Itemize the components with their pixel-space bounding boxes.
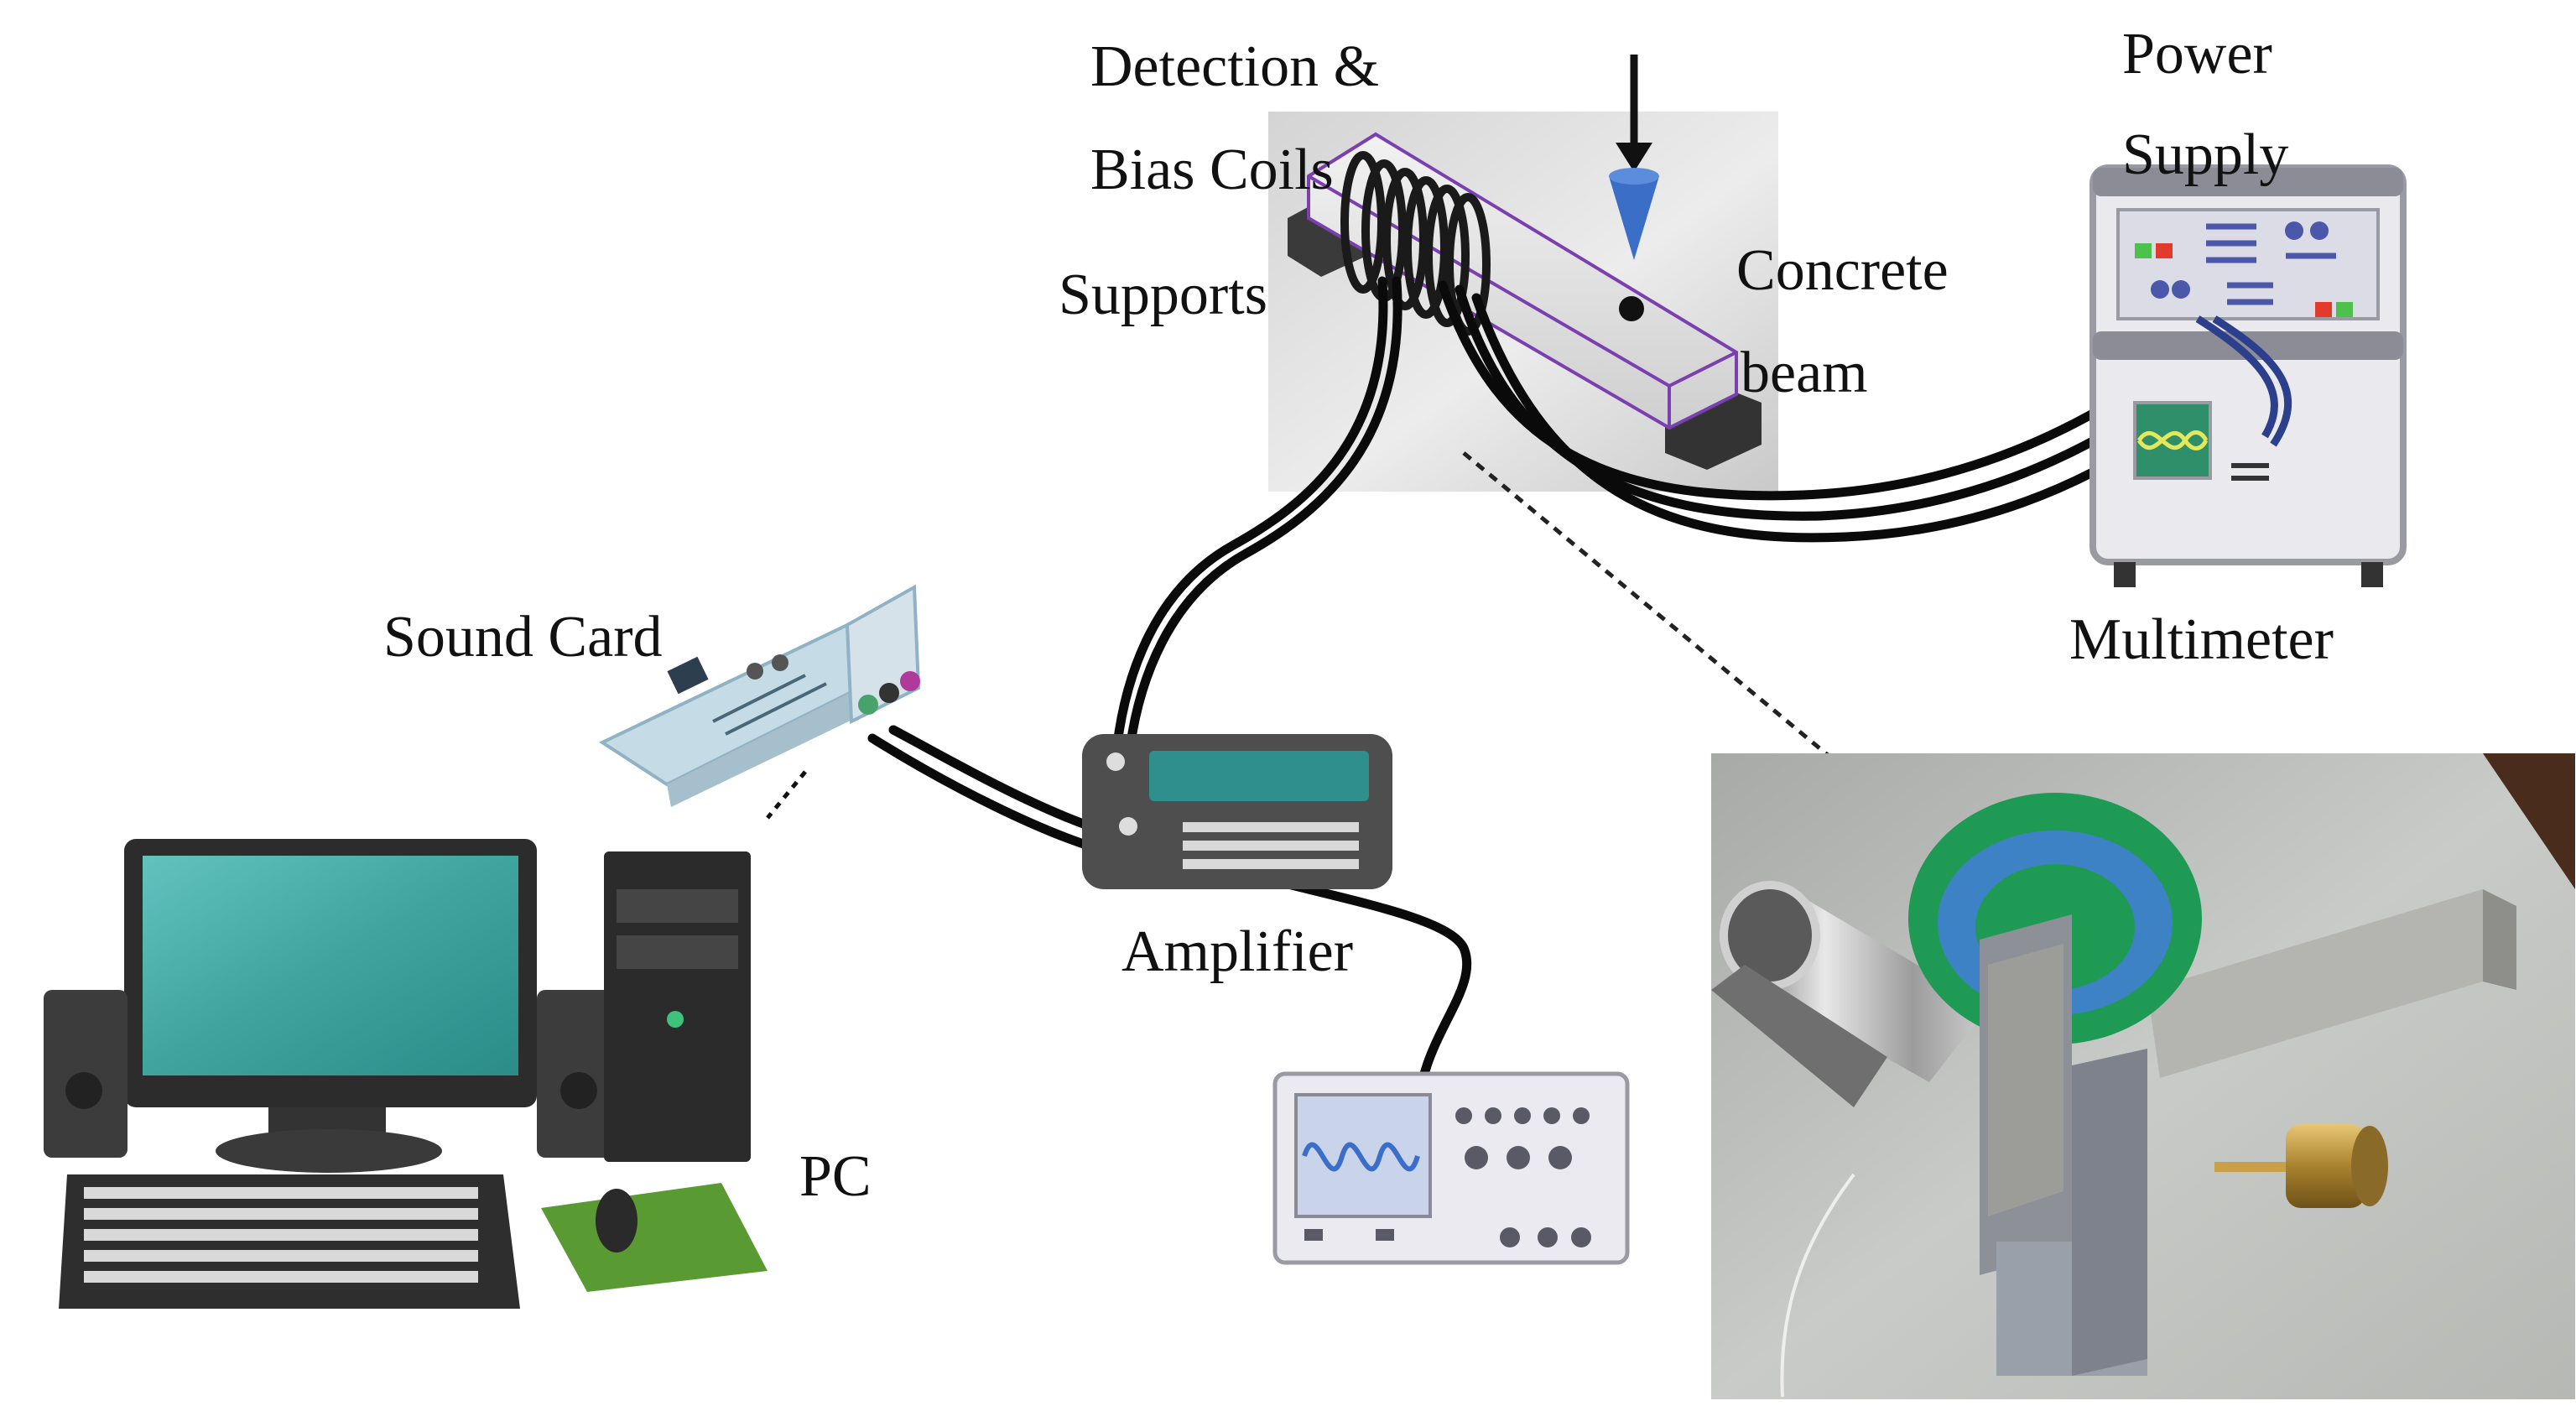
label-detection-line1: Detection &	[1090, 34, 1380, 99]
label-multimeter: Multimeter	[2069, 607, 2334, 672]
sound-card-icon	[598, 584, 921, 820]
label-detection-line2: Bias Coils	[1090, 138, 1334, 202]
label-concrete-line2: beam	[1741, 341, 1868, 405]
detection-bias-coils	[1340, 151, 1491, 336]
setup-photo	[1711, 753, 2575, 1399]
brass-magnet	[2214, 1124, 2388, 1208]
cable-coil-to-amplifier-2	[1123, 276, 1402, 768]
amplifier-icon	[1082, 734, 1392, 889]
soundcard-leader-line	[766, 770, 807, 820]
label-concrete-line1: Concrete	[1736, 238, 1949, 303]
label-power-line2: Supply	[2122, 122, 2289, 187]
steel-tube	[1711, 881, 1988, 1107]
oscilloscope-icon	[1272, 1071, 1630, 1265]
label-amplifier: Amplifier	[1121, 919, 1354, 984]
photo-leader-line	[1462, 451, 1834, 761]
power-supply-rack-icon	[2089, 164, 2407, 587]
impact-point	[1619, 296, 1644, 321]
label-supports: Supports	[1059, 263, 1267, 327]
impact-arrow-icon	[1609, 55, 1659, 260]
label-pc: PC	[799, 1144, 872, 1209]
beam-setup-illustration	[1268, 55, 1834, 761]
keyboard-keys	[84, 1187, 478, 1283]
label-power-line1: Power	[2122, 22, 2272, 86]
cable-coil-to-amplifier-1	[1111, 276, 1388, 764]
desktop-computer-icon	[44, 839, 768, 1309]
label-sound-card: Sound Card	[383, 605, 663, 669]
